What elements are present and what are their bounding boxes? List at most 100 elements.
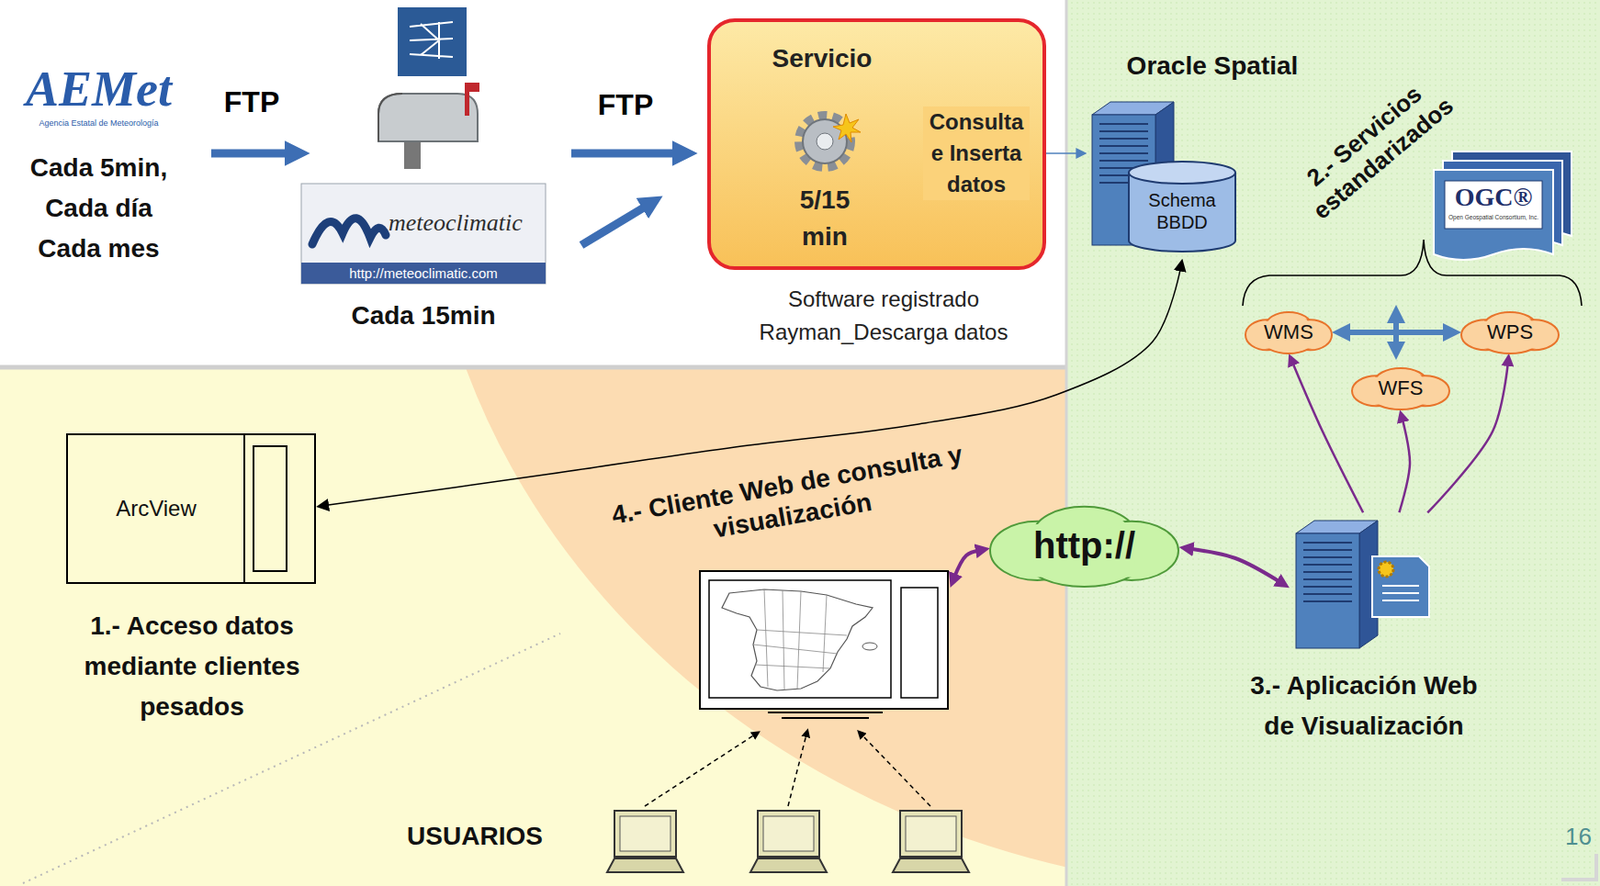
window-panels bbox=[244, 435, 287, 583]
edge-label: Consulta e Inserta datos bbox=[923, 106, 1030, 201]
schema-label: Schema BBDD bbox=[1130, 189, 1234, 234]
service-name: WMS bbox=[1245, 311, 1332, 354]
laptop-icon bbox=[757, 811, 820, 857]
service-name: WFS bbox=[1352, 367, 1450, 410]
database-cylinder bbox=[1128, 161, 1236, 252]
document-stack bbox=[1433, 169, 1554, 260]
connector bbox=[1398, 418, 1410, 513]
monitor bbox=[709, 580, 891, 699]
spain-map bbox=[753, 589, 847, 690]
green-texture bbox=[1066, 0, 1600, 886]
logo-wordmark: AEMet bbox=[13, 60, 184, 118]
orange-region bbox=[422, 367, 1067, 886]
laptop-icon bbox=[892, 858, 970, 873]
gear-icon bbox=[816, 133, 834, 150]
http-cloud: http:// bbox=[990, 505, 1179, 587]
logo-wordmark: meteoclimatic bbox=[388, 207, 543, 239]
access-caption: 1.- Acceso datos mediante clientes pesad… bbox=[49, 606, 335, 728]
database-server: Oracle SpatialSchema BBDD bbox=[1088, 45, 1309, 260]
laptop-icon bbox=[619, 816, 671, 852]
cloud-shape bbox=[1352, 368, 1450, 410]
monitor bbox=[767, 712, 883, 719]
config-document bbox=[1382, 585, 1420, 601]
service-title: Servicio bbox=[730, 42, 914, 76]
separator-line bbox=[0, 365, 1067, 371]
laptop-icon bbox=[750, 811, 827, 873]
server-tower bbox=[1303, 600, 1353, 603]
mailbox-illustration bbox=[464, 82, 480, 92]
laptop-icon bbox=[763, 816, 814, 852]
laptop-icon bbox=[900, 811, 962, 857]
app-caption: 3.- Aplicación Web de Visualización bbox=[1235, 665, 1493, 747]
mailbox-illustration bbox=[378, 93, 478, 142]
edge-label: FTP bbox=[597, 87, 654, 123]
config-document bbox=[1378, 562, 1394, 577]
users-label: USUARIOS bbox=[383, 820, 567, 854]
server-tower bbox=[1303, 563, 1353, 566]
server-tower bbox=[1303, 549, 1353, 552]
laptop-icon bbox=[750, 858, 827, 873]
server-tower bbox=[1099, 123, 1149, 125]
service-cloud: WMS bbox=[1245, 311, 1332, 354]
logo-frame bbox=[301, 183, 546, 284]
monitor bbox=[901, 587, 938, 699]
update-frequency: Cada 5min, Cada día Cada mes bbox=[13, 147, 184, 270]
server-tower bbox=[1303, 593, 1353, 596]
node-shape bbox=[1290, 514, 1438, 653]
application-name: ArcView bbox=[67, 435, 245, 583]
logo-subtitle: Agencia Estatal de Meteorología bbox=[13, 117, 184, 129]
logo-frame bbox=[301, 262, 546, 284]
laptop-icon bbox=[614, 811, 677, 857]
service-cloud: WFS bbox=[1352, 367, 1450, 410]
logo-wordmark: OGC® bbox=[1444, 182, 1543, 213]
logo-frame bbox=[312, 218, 386, 245]
spain-map bbox=[862, 642, 878, 651]
logo-url: http://meteoclimatic.com bbox=[301, 262, 546, 284]
server-tower bbox=[1303, 541, 1353, 544]
page-number: 16 bbox=[1565, 821, 1599, 853]
gear-icon bbox=[800, 113, 861, 167]
desktop-client: ArcView1.- Acceso datos mediante cliente… bbox=[66, 433, 316, 585]
config-document bbox=[1372, 556, 1430, 618]
server-tower bbox=[1099, 137, 1149, 140]
interval-label: 5/15 min bbox=[785, 181, 865, 256]
edge-label: FTP bbox=[224, 84, 280, 120]
mailbox-illustration bbox=[378, 82, 480, 170]
gear-icon bbox=[800, 116, 850, 167]
database-cylinder bbox=[1128, 161, 1236, 184]
server-tower bbox=[1303, 578, 1353, 581]
config-document bbox=[1372, 556, 1430, 618]
cloud-shape bbox=[1245, 312, 1332, 354]
server-tower bbox=[1303, 556, 1353, 559]
connector bbox=[954, 550, 981, 578]
gear-icon bbox=[833, 113, 861, 143]
web-client-monitor: 4.- Cliente Web de consulta y visualizac… bbox=[698, 431, 949, 726]
mailbox-illustration bbox=[378, 93, 403, 142]
update-frequency: Cada 15min bbox=[301, 295, 546, 337]
vertical-arrow bbox=[1393, 317, 1399, 348]
server-tower bbox=[1303, 571, 1353, 574]
client-heading: 4.- Cliente Web de consulta y visualizac… bbox=[603, 438, 977, 564]
web-app-server: 3.- Aplicación Web de Visualización bbox=[1290, 514, 1438, 653]
document-stack bbox=[1444, 180, 1543, 229]
service-process: 5/15 min bbox=[785, 106, 865, 259]
connector bbox=[1292, 361, 1364, 513]
server-tower bbox=[1295, 533, 1360, 649]
connector bbox=[211, 149, 293, 158]
connector bbox=[1344, 329, 1449, 336]
cloud-shape bbox=[1461, 312, 1559, 354]
server-tower bbox=[1099, 159, 1149, 162]
monitor bbox=[699, 571, 948, 719]
spain-map bbox=[721, 589, 873, 691]
network-icon bbox=[409, 22, 453, 59]
spain-map bbox=[721, 589, 878, 691]
standards-document: OGC®Open Geospatial Consortium, Inc. bbox=[1433, 151, 1572, 260]
laptop-icon bbox=[607, 858, 684, 873]
server-tower bbox=[1295, 520, 1378, 649]
protocol-label: http:// bbox=[990, 505, 1179, 587]
upload-arrow bbox=[581, 204, 649, 246]
green-panel bbox=[1066, 0, 1600, 886]
window-panels bbox=[253, 446, 287, 572]
mailbox-illustration bbox=[404, 141, 421, 170]
